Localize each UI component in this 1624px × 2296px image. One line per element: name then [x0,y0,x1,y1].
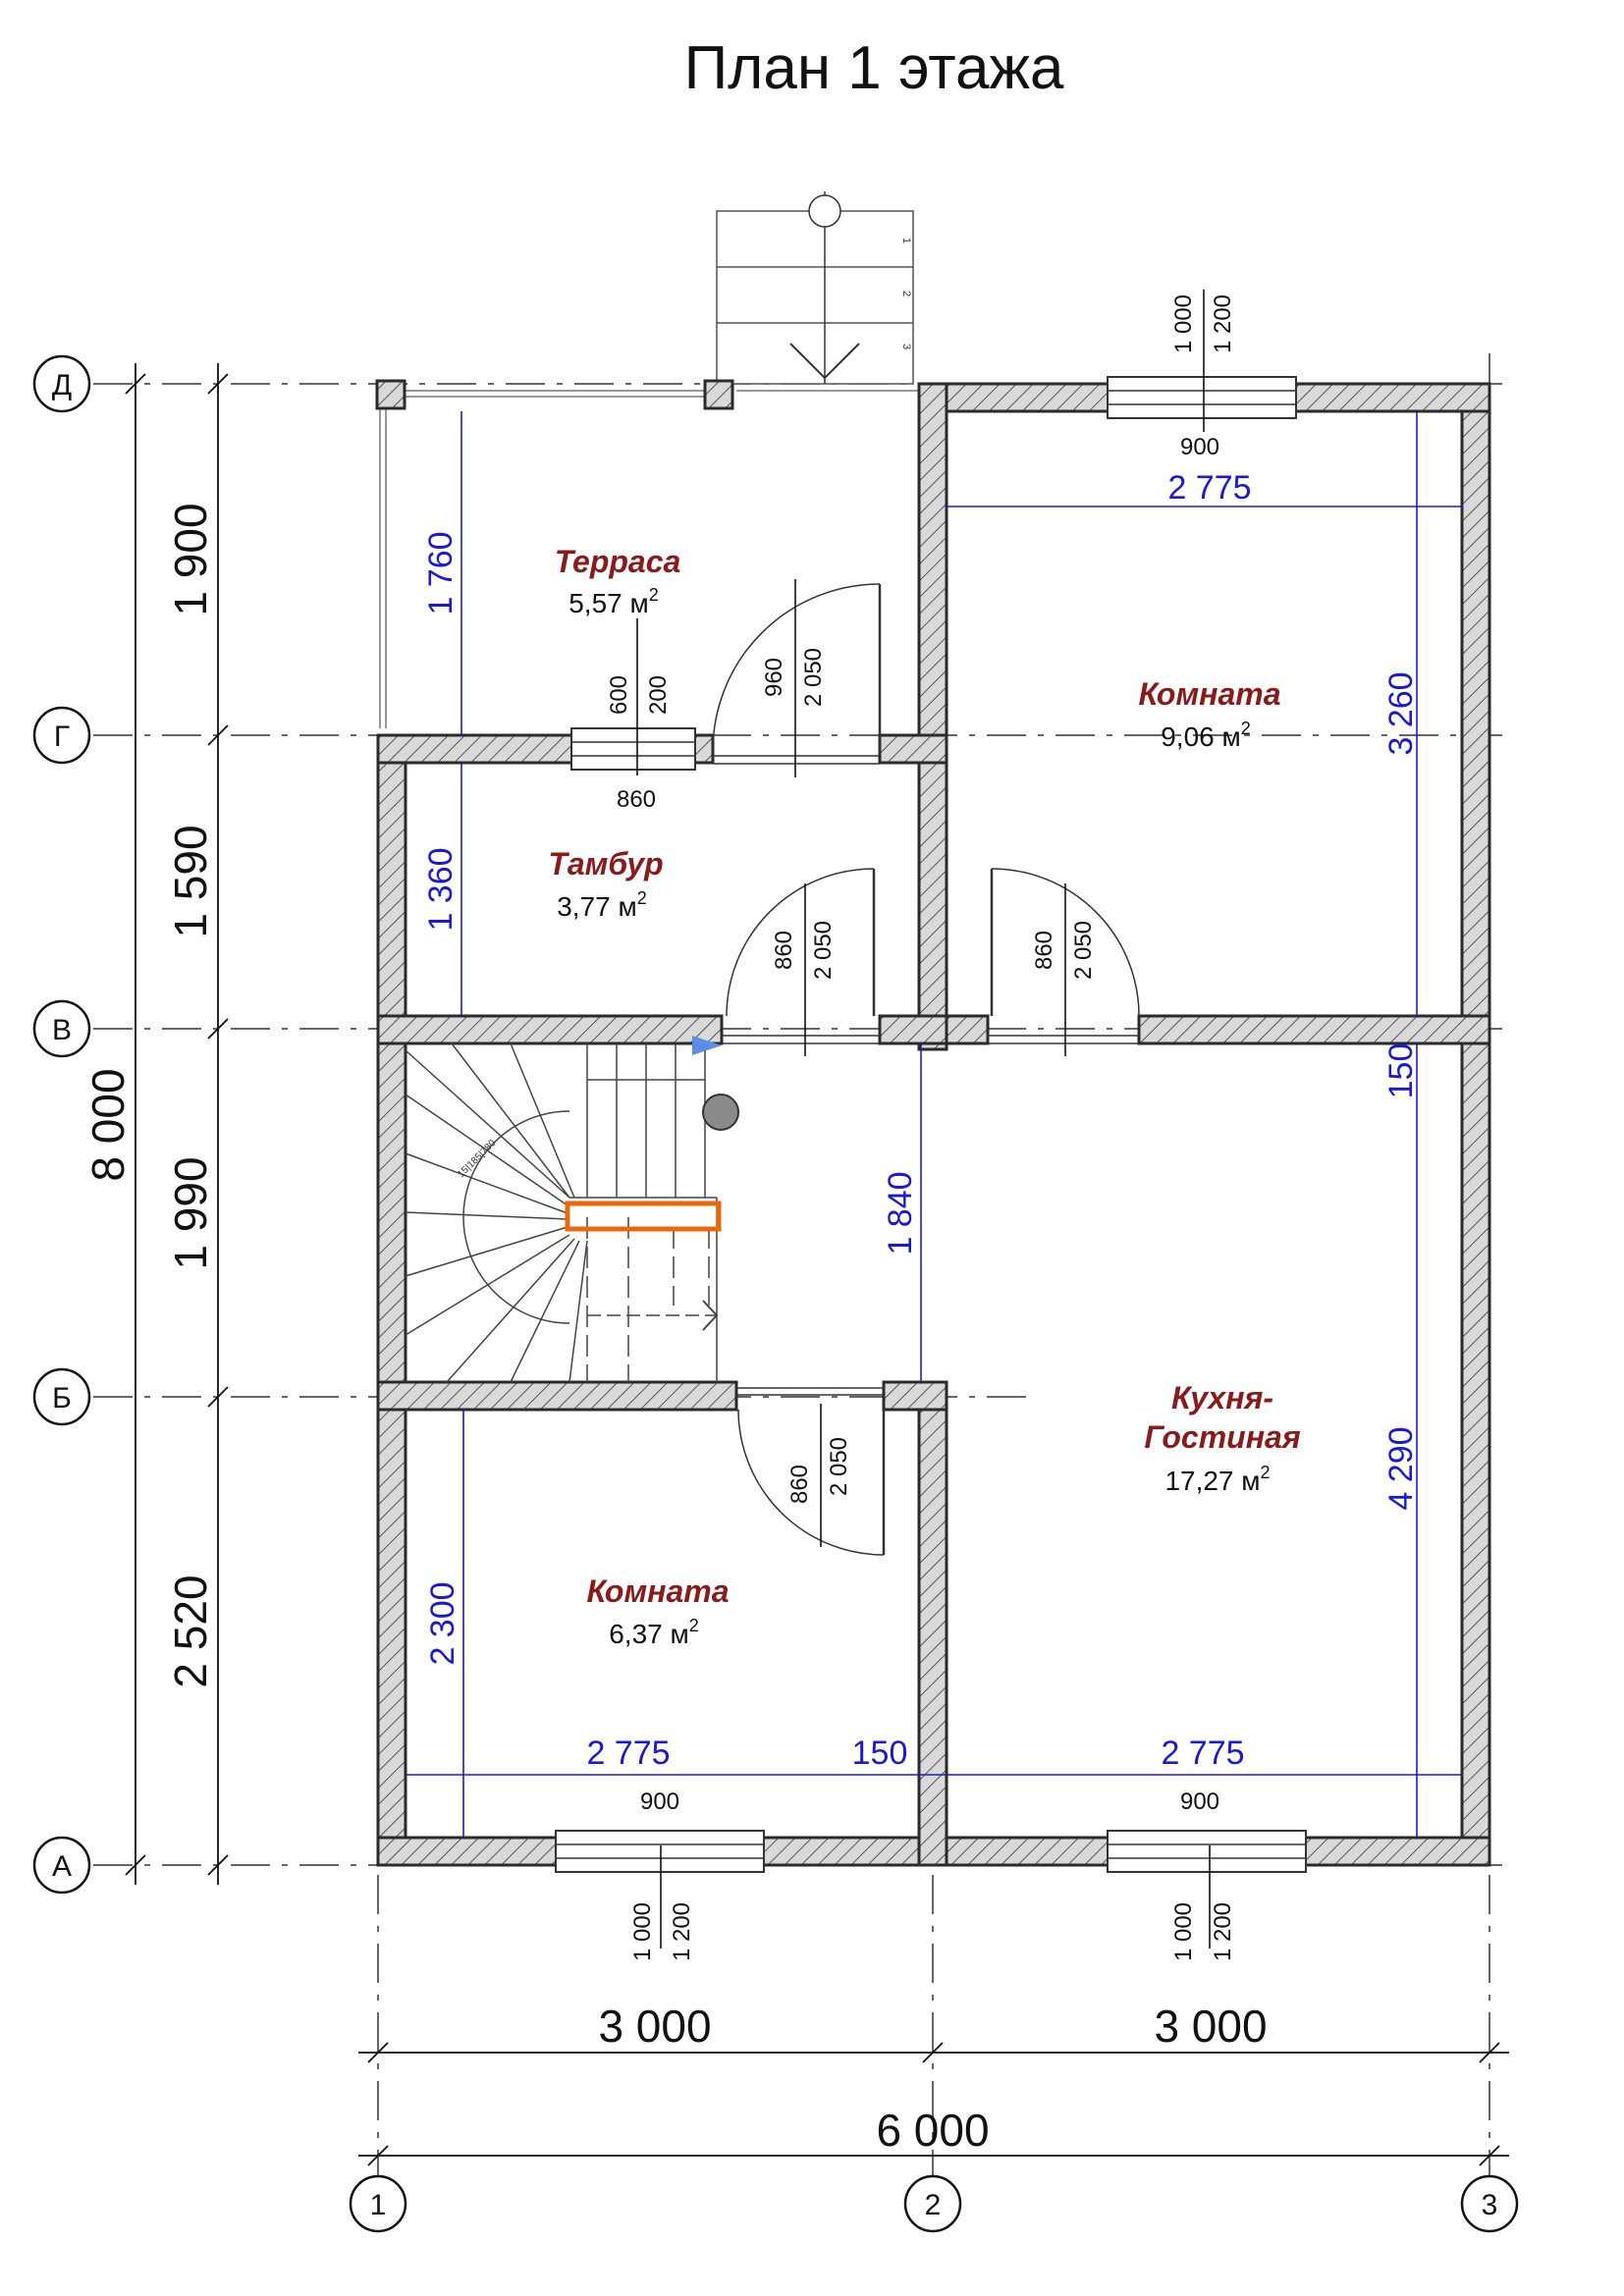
svg-text:9,06 м2: 9,06 м2 [1161,719,1251,752]
axis-row-markers: Д Г В Б А [32,354,91,1895]
dim-left-seg-1: 1 900 [165,503,216,615]
svg-text:А: А [52,1850,72,1883]
doors [712,583,1140,1556]
axis-marker-v: В [32,999,91,1058]
terrace-post-left [375,379,406,410]
opening-marker-lines [636,290,1211,1949]
dim-tambur-height: 1 360 [422,847,460,931]
axis-marker-3: 3 [1460,2174,1519,2233]
dim-kitchen-height: 4 290 [1382,1426,1420,1510]
entry-step-2: 2 [900,291,912,296]
svg-text:5,57 м2: 5,57 м2 [568,585,659,618]
window-bottom-left-h2: 1 200 [669,1902,695,1961]
window-bottom-right-h1: 1 000 [1170,1902,1197,1961]
axis-marker-d: Д [32,354,91,413]
inner-dim-lines [406,411,1463,1838]
window-top-right-w: 900 [1180,434,1219,460]
dim-left-chains [125,363,229,1885]
svg-text:Тамбур: Тамбур [548,846,663,881]
axis-marker-2: 2 [903,2174,962,2233]
room-kitchen-living: Кухня- Гостиная 17,27 м2 [1144,1380,1301,1496]
dim-left-seg-3: 1 990 [165,1156,216,1269]
svg-text:Комната: Комната [1138,676,1280,712]
svg-text:Комната: Комната [586,1574,729,1609]
door-terrace-w: 960 [761,658,787,697]
window-terrace-w: 860 [617,786,656,813]
door-room1-w: 860 [1031,931,1057,970]
room-tambur: Тамбур 3,77 м2 [548,846,663,922]
door-room1-h: 2 050 [1070,921,1097,980]
svg-text:Б: Б [52,1382,72,1415]
axis-marker-1: 1 [349,2174,407,2233]
window-bottom-right-w: 900 [1180,1789,1219,1815]
dim-hall-height: 1 840 [882,1171,919,1255]
window-top-right [1107,376,1297,419]
svg-text:6,37 м2: 6,37 м2 [609,1616,699,1649]
dim-room2-height: 2 300 [424,1581,461,1665]
axis-lines [93,353,1502,2179]
dim-left-seg-2: 1 590 [165,825,216,937]
svg-text:2: 2 [925,2189,942,2221]
terrace-railing [379,390,918,728]
axis-marker-a: А [32,1836,91,1895]
walls [376,382,1491,1867]
room-bedroom-1: Комната 9,06 м2 [1138,676,1280,752]
terrace-post-mid [703,379,734,410]
room-terrace: Терраса 5,57 м2 [555,544,681,618]
room-bedroom-2: Комната 6,37 м2 [586,1574,729,1649]
window-terrace-h2: 200 [645,675,672,715]
svg-text:Терраса: Терраса [555,544,681,579]
window-terrace [570,727,696,771]
door-tambur-h: 2 050 [810,921,837,980]
axis-marker-b: Б [32,1367,91,1426]
svg-text:В: В [52,1014,72,1046]
dim-room1-height: 3 260 [1382,671,1420,755]
window-top-right-h2: 1 200 [1210,294,1236,353]
window-bottom-right-h2: 1 200 [1210,1902,1236,1961]
entry-step-1: 1 [900,238,912,243]
dim-terrace-height: 1 760 [422,531,460,614]
dim-bottom-chains [358,2042,1509,2166]
svg-text:Г: Г [54,721,70,753]
door-room2-h: 2 050 [826,1437,852,1496]
dim-bottom-seg-2: 3 000 [1154,2001,1267,2052]
svg-text:Кухня-: Кухня- [1171,1380,1273,1415]
plan-title: План 1 этажа [684,34,1064,102]
axis-marker-g: Г [32,706,91,765]
entry-step-3: 3 [900,344,912,349]
window-bottom-left-h1: 1 000 [629,1902,656,1961]
entry-stair [716,191,914,385]
svg-text:3: 3 [1482,2189,1498,2221]
stair-direction-arrow [692,1036,722,1055]
dim-wall-150-vert: 150 [1382,1043,1420,1099]
svg-text:1: 1 [370,2189,387,2221]
dim-room1-width: 2 775 [1167,469,1251,507]
svg-text:3,77 м2: 3,77 м2 [557,888,647,922]
dim-room2-width: 2 775 [586,1735,670,1772]
window-bottom-left-w: 900 [640,1789,679,1815]
dim-left-seg-4: 2 520 [165,1575,216,1687]
door-room2-w: 860 [786,1465,813,1504]
window-top-right-h1: 1 000 [1170,294,1197,353]
svg-text:Д: Д [52,369,72,401]
window-bottom-right [1107,1830,1307,1873]
dim-bottom-total: 6 000 [876,2105,989,2156]
axis-col-markers: 1 2 3 [349,2174,1519,2233]
dim-kitchen-width: 2 775 [1161,1735,1244,1772]
dim-wall-150-horiz: 150 [852,1735,908,1772]
door-terrace-h: 2 050 [800,648,827,707]
stair-top-marker [702,1094,739,1131]
interior-stair [405,1042,719,1383]
svg-text:17,27 м2: 17,27 м2 [1164,1463,1270,1496]
window-terrace-h1: 600 [606,675,632,715]
stair-landing-marker [565,1201,722,1232]
window-bottom-left [555,1830,765,1873]
door-tambur-w: 860 [771,931,797,970]
svg-text:Гостиная: Гостиная [1144,1419,1301,1455]
dim-bottom-seg-1: 3 000 [598,2001,711,2052]
dim-left-total: 8 000 [82,1068,134,1181]
